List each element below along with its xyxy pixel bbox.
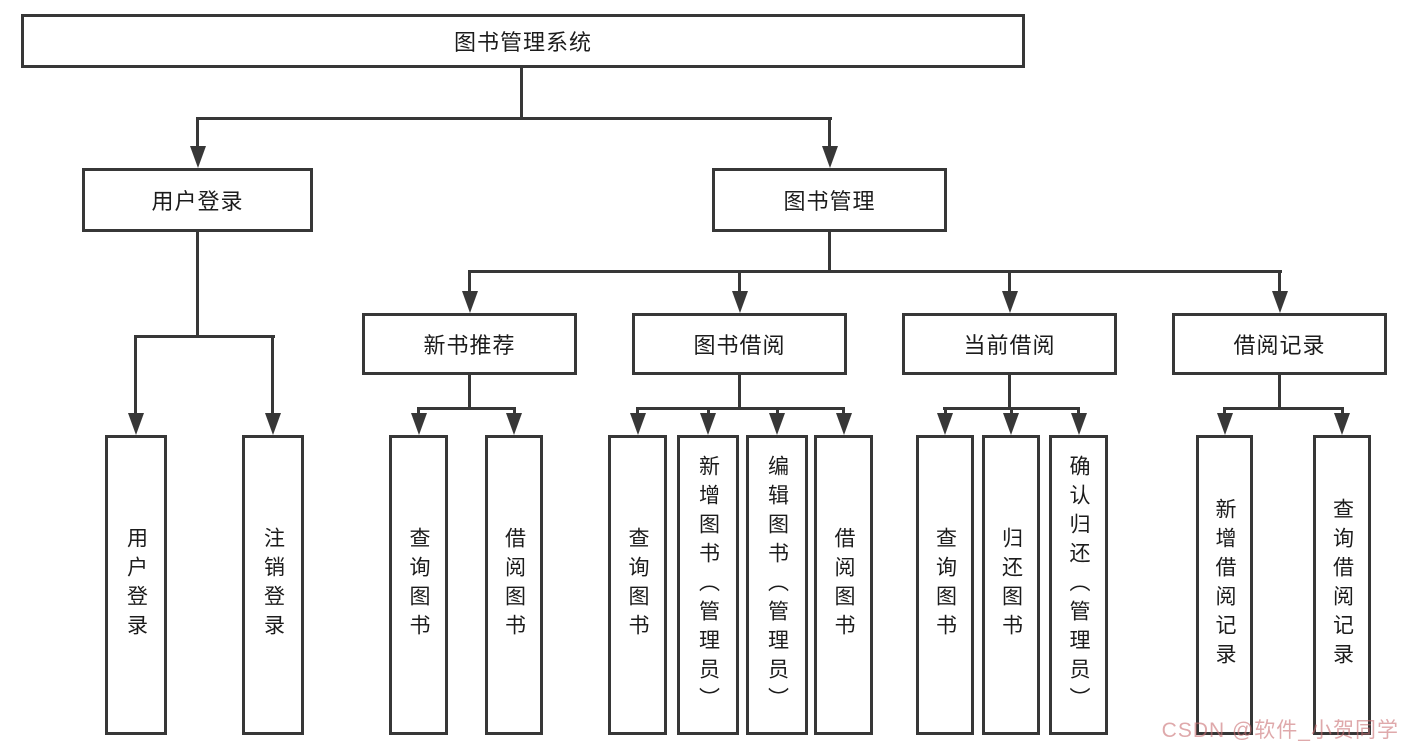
connector-line: [513, 407, 516, 417]
leaf-user-login: 用户登录: [105, 435, 167, 735]
connector-line: [1278, 375, 1281, 410]
arrowhead-down-icon: [1071, 413, 1087, 435]
connector-line: [196, 232, 199, 338]
leaf-borrow-books-recommend: 借阅图书: [485, 435, 543, 735]
connector-line: [828, 232, 831, 273]
leaf-confirm-return-admin: 确认归还（管理员）: [1049, 435, 1108, 735]
node-current-borrow: 当前借阅: [902, 313, 1117, 375]
leaf-query-books-recommend-label: 查询图书: [407, 527, 430, 643]
connector-line: [1278, 270, 1281, 295]
arrowhead-down-icon: [265, 413, 281, 435]
connector-line: [776, 407, 779, 417]
arrowhead-down-icon: [937, 413, 953, 435]
leaf-logout-label: 注销登录: [261, 527, 285, 643]
connector-line: [271, 335, 274, 415]
connector-line: [134, 335, 137, 415]
leaf-confirm-return-admin-label: 确认归还（管理员）: [1067, 454, 1090, 716]
connector-line: [944, 407, 947, 417]
node-book-management-label: 图书管理: [783, 189, 876, 214]
csdn-watermark: CSDN @软件_小贺同学: [1161, 719, 1399, 742]
leaf-borrow-books-label: 借阅图书: [832, 527, 855, 643]
arrowhead-down-icon: [700, 413, 716, 435]
connector-line: [520, 68, 523, 117]
arrowhead-down-icon: [769, 413, 785, 435]
node-borrow-records-label: 借阅记录: [1233, 333, 1326, 358]
leaf-query-books-borrow: 查询图书: [608, 435, 667, 735]
leaf-edit-book-admin-label: 编辑图书（管理员）: [765, 454, 789, 716]
leaf-return-books-label: 归还图书: [999, 527, 1023, 643]
leaf-borrow-books-recommend-label: 借阅图书: [502, 527, 526, 643]
leaf-query-books-current-label: 查询图书: [933, 527, 957, 643]
leaf-add-borrow-record-label: 新增借阅记录: [1213, 498, 1236, 672]
connector-line: [468, 270, 1282, 273]
connector-line: [1223, 407, 1344, 410]
connector-line: [1341, 407, 1344, 417]
leaf-edit-book-admin: 编辑图书（管理员）: [746, 435, 808, 735]
node-new-book-recommend-label: 新书推荐: [423, 333, 516, 358]
connector-line: [196, 117, 199, 150]
leaf-add-borrow-record: 新增借阅记录: [1196, 435, 1253, 735]
connector-line: [417, 407, 420, 417]
arrowhead-down-icon: [732, 291, 748, 313]
leaf-query-borrow-record-label: 查询借阅记录: [1330, 498, 1354, 672]
node-book-borrow-label: 图书借阅: [693, 333, 786, 358]
leaf-user-login-label: 用户登录: [124, 527, 148, 643]
connector-line: [828, 117, 831, 150]
node-borrow-records: 借阅记录: [1172, 313, 1387, 375]
leaf-query-books-recommend: 查询图书: [389, 435, 448, 735]
node-current-borrow-label: 当前借阅: [963, 333, 1056, 358]
node-book-borrow: 图书借阅: [632, 313, 847, 375]
arrowhead-down-icon: [822, 146, 838, 168]
node-user-login: 用户登录: [82, 168, 313, 232]
connector-line: [196, 117, 832, 120]
connector-line: [134, 335, 275, 338]
arrowhead-down-icon: [411, 413, 427, 435]
connector-line: [1008, 270, 1011, 295]
connector-line: [842, 407, 845, 417]
leaf-add-book-admin: 新增图书（管理员）: [677, 435, 739, 735]
node-root: 图书管理系统: [21, 14, 1025, 68]
connector-line: [707, 407, 710, 417]
arrowhead-down-icon: [128, 413, 144, 435]
arrowhead-down-icon: [1272, 291, 1288, 313]
arrowhead-down-icon: [506, 413, 522, 435]
leaf-borrow-books: 借阅图书: [814, 435, 873, 735]
connector-line: [636, 407, 639, 417]
leaf-return-books: 归还图书: [982, 435, 1040, 735]
leaf-query-books-borrow-label: 查询图书: [626, 527, 649, 643]
leaf-query-borrow-record: 查询借阅记录: [1313, 435, 1371, 735]
node-user-login-label: 用户登录: [151, 189, 244, 214]
arrowhead-down-icon: [630, 413, 646, 435]
node-book-management: 图书管理: [712, 168, 947, 232]
leaf-add-book-admin-label: 新增图书（管理员）: [696, 454, 720, 716]
arrowhead-down-icon: [1002, 291, 1018, 313]
connector-line: [738, 375, 741, 410]
connector-line: [468, 375, 471, 410]
connector-line: [1077, 407, 1080, 417]
connector-line: [417, 407, 516, 410]
connector-line: [1010, 407, 1013, 417]
node-new-book-recommend: 新书推荐: [362, 313, 577, 375]
node-root-label: 图书管理系统: [453, 30, 592, 55]
leaf-logout: 注销登录: [242, 435, 304, 735]
leaf-query-books-current: 查询图书: [916, 435, 974, 735]
arrowhead-down-icon: [836, 413, 852, 435]
arrowhead-down-icon: [1334, 413, 1350, 435]
connector-line: [1008, 375, 1011, 410]
arrowhead-down-icon: [1217, 413, 1233, 435]
arrowhead-down-icon: [1003, 413, 1019, 435]
connector-line: [636, 407, 845, 410]
connector-line: [468, 270, 471, 295]
arrowhead-down-icon: [190, 146, 206, 168]
connector-line: [738, 270, 741, 295]
arrowhead-down-icon: [462, 291, 478, 313]
connector-line: [1223, 407, 1226, 417]
